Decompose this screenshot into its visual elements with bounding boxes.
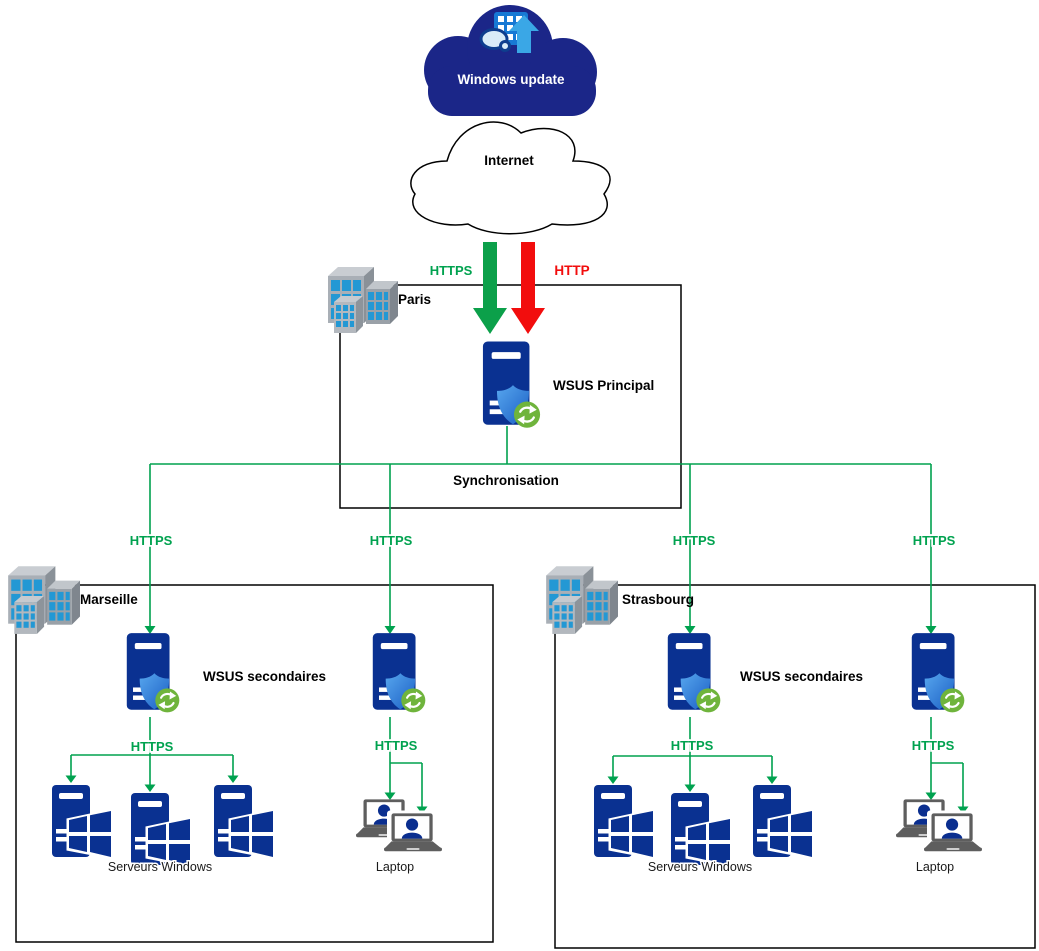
paris-label: Paris [398,292,431,307]
paris-box [339,284,682,509]
strasbourg-box [554,584,1036,949]
http-down-arrow [511,242,545,334]
strasbourg-laptop-icon [924,813,982,852]
strasbourg-connectors [607,717,969,814]
wsus-secondaires-label: WSUS secondaires [740,669,863,684]
strasbourg-wsus-server-2-icon [910,633,966,714]
synchronisation-label: Synchronisation [453,473,559,488]
marseille-wsus-server-2-icon [371,633,427,714]
serveurs-windows-caption: Serveurs Windows [648,860,752,874]
strasbourg-windows-server-icon [753,785,815,860]
windows-update-label: Windows update [457,72,565,87]
serveurs-windows-caption: Serveurs Windows [108,860,212,874]
laptop-caption: Laptop [376,860,414,874]
marseille-windows-server-icon [214,785,276,860]
laptop-caption: Laptop [916,860,954,874]
marseille-windows-server-icon [52,785,114,860]
internet-label: Internet [484,153,534,168]
internet-cloud [410,121,611,235]
strasbourg-windows-server-icon [671,793,733,868]
https-branch-label: HTTPS [370,533,413,548]
wsus-secondaires-label: WSUS secondaires [203,669,326,684]
http-wan-label: HTTP [554,263,589,278]
marseille-label: Marseille [80,592,138,607]
marseille-wsus-server-1-icon [125,633,181,714]
https-branch-label: HTTPS [375,738,418,753]
wsus-principal-label: WSUS Principal [553,378,654,393]
https-branch-label: HTTPS [673,533,716,548]
marseille-connectors [65,717,428,814]
marseille-box [15,584,494,943]
https-branch-label: HTTPS [130,533,173,548]
strasbourg-building-icon [546,566,618,634]
strasbourg-windows-server-icon [594,785,656,860]
https-branch-label: HTTPS [912,738,955,753]
sync-connectors [144,426,937,634]
marseille-laptop-icon [384,813,442,852]
https-wan-label: HTTPS [430,263,473,278]
strasbourg-wsus-server-1-icon [666,633,722,714]
windows-update-icon [479,12,539,53]
https-branch-label: HTTPS [131,739,174,754]
https-branch-label: HTTPS [913,533,956,548]
wsus-principal-server-icon [481,341,542,429]
paris-building-icon [328,267,398,333]
https-down-arrow [473,242,507,334]
strasbourg-label: Strasbourg [622,592,694,607]
marseille-windows-server-icon [131,793,193,868]
marseille-building-icon [8,566,80,634]
https-branch-label: HTTPS [671,738,714,753]
